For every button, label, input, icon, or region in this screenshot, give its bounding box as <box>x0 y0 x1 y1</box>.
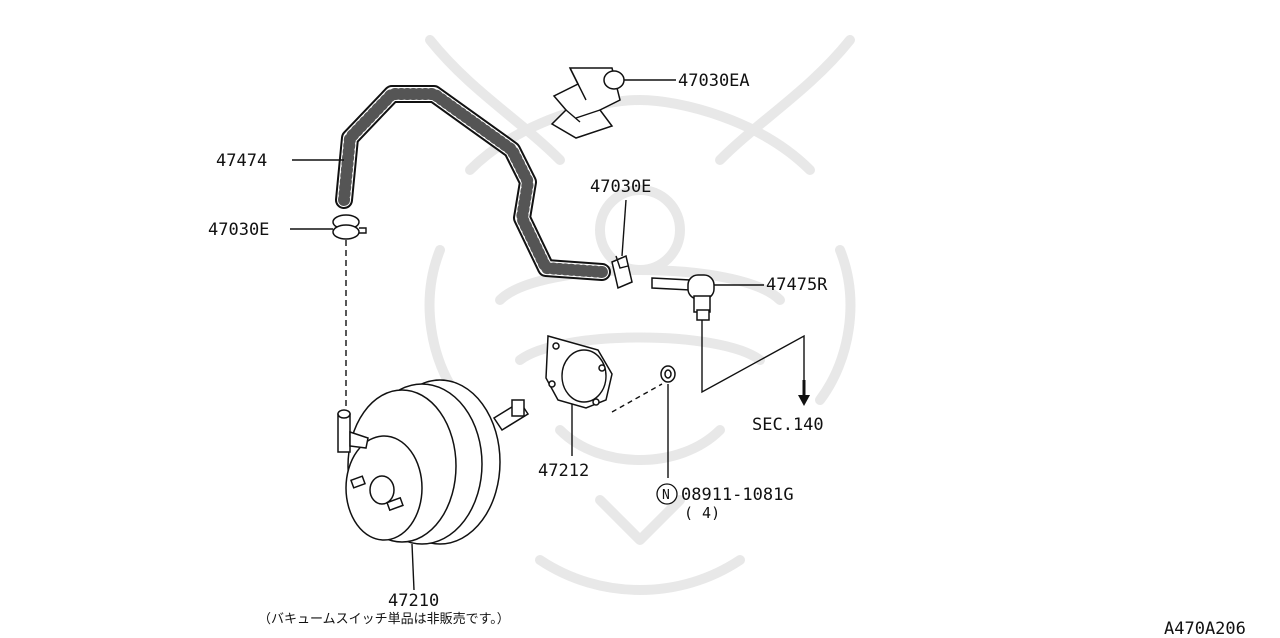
diagram-code: A470A206 <box>1164 619 1246 638</box>
label-47475r: 47475R <box>766 275 828 295</box>
label-47030ea: 47030EA <box>678 71 750 91</box>
label-47210: 47210 <box>388 591 439 611</box>
nut-circle-symbol: N <box>662 488 670 503</box>
check-valve-47475r <box>651 274 810 406</box>
label-sec140: SEC.140 <box>752 415 824 435</box>
label-47474: 47474 <box>216 151 267 171</box>
label-47030e-mid: 47030E <box>590 177 651 197</box>
label-47212: 47212 <box>538 461 589 481</box>
hose-clamp-47030e-left <box>290 214 367 410</box>
vacuum-hose-47474 <box>292 85 611 281</box>
gasket-47212 <box>545 335 663 456</box>
brake-booster-47210 <box>337 379 530 591</box>
label-47030e-left: 47030E <box>208 220 269 240</box>
hose-clamp-47030e-mid <box>611 199 633 290</box>
note-vacuum-switch: （バキュームスイッチ単品は非販売です。） <box>258 611 510 627</box>
label-08911-1081g: 08911-1081G <box>681 485 794 505</box>
label-nut-qty: ( 4) <box>684 504 720 522</box>
clip-bracket-47030ea <box>550 67 676 139</box>
nut-08911-1081g <box>656 365 678 505</box>
watermark-logo <box>424 35 856 595</box>
